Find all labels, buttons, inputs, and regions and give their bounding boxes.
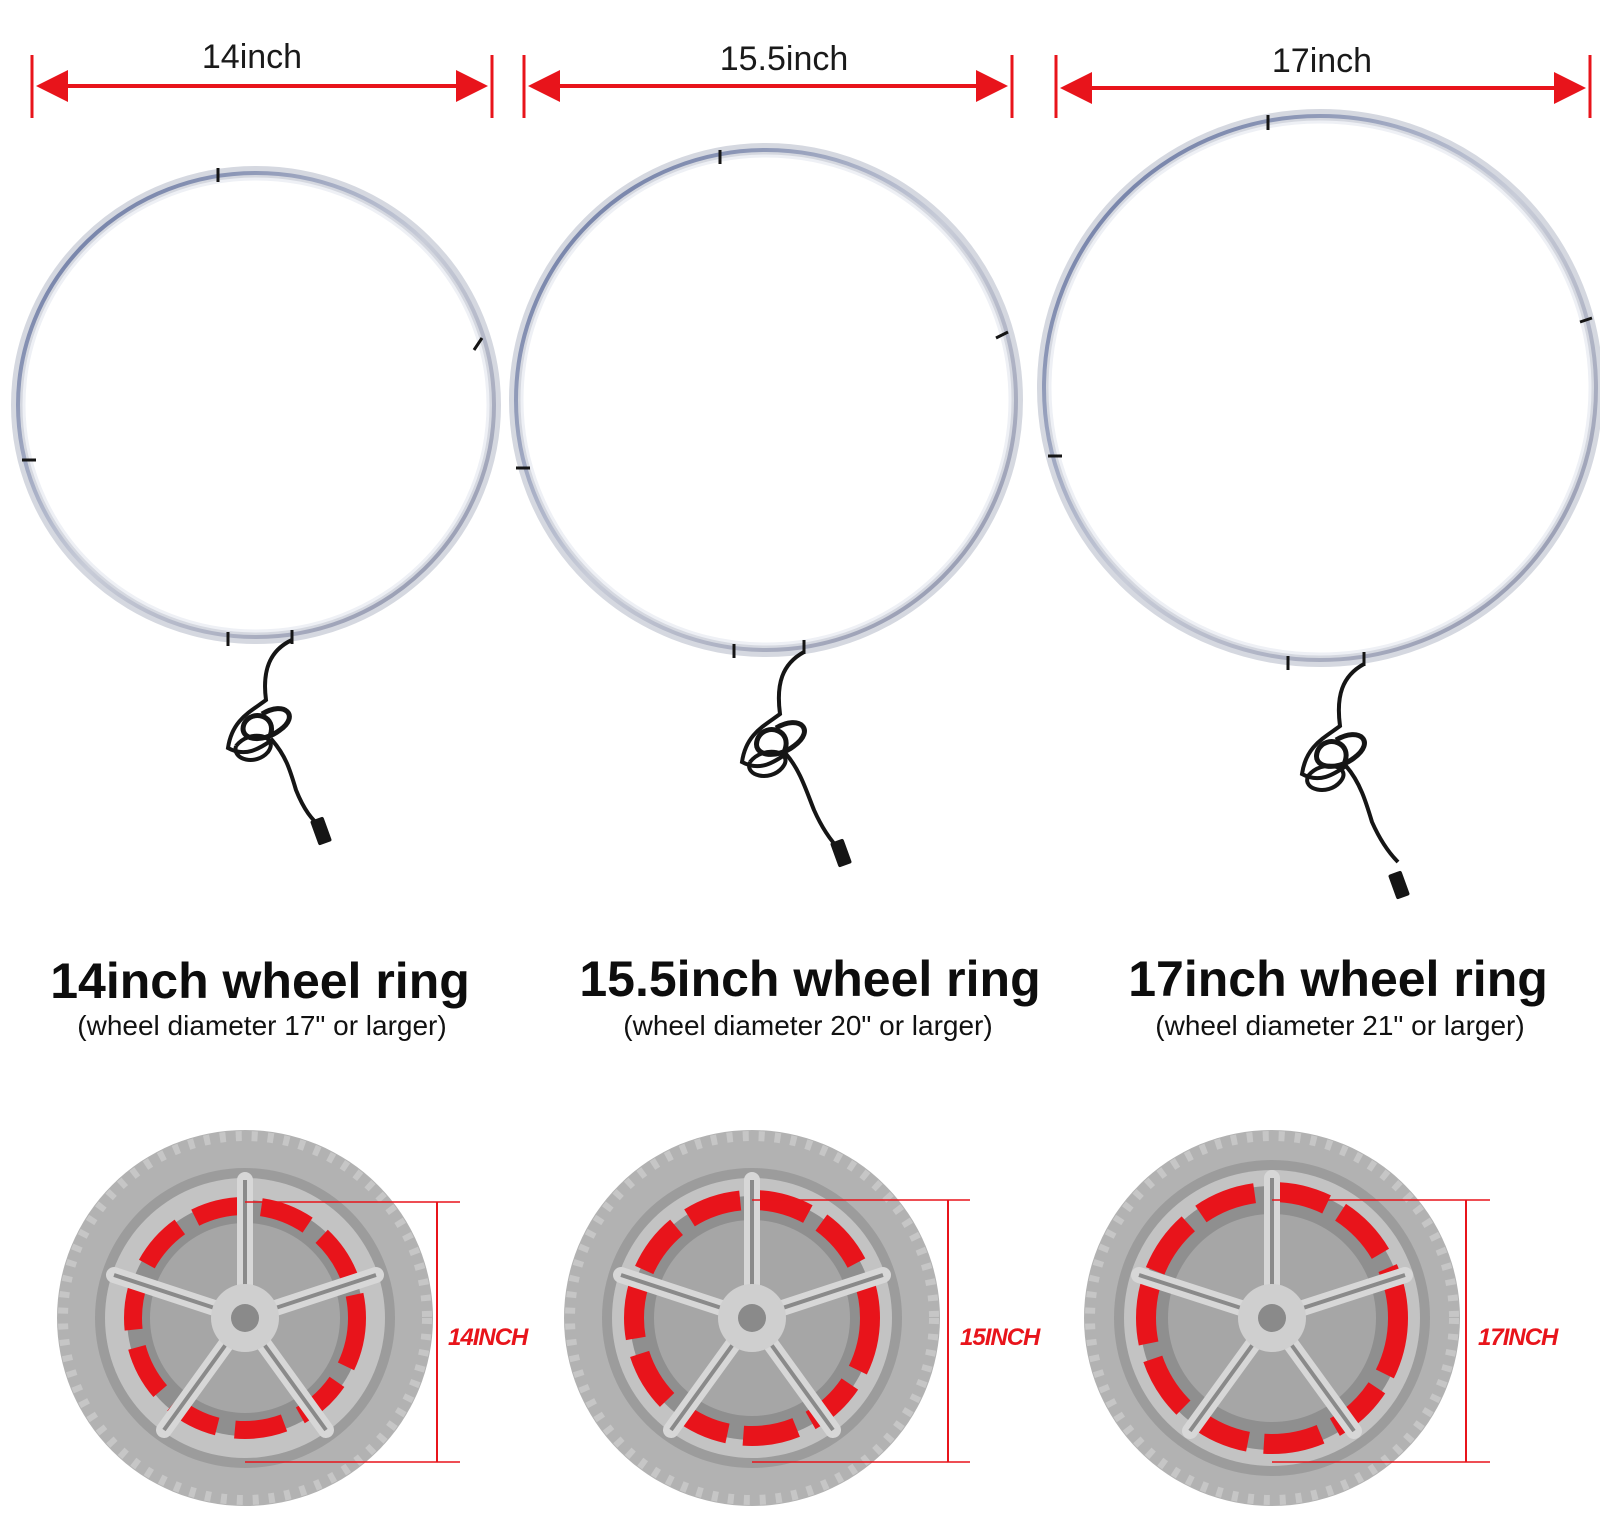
led-ring-icon — [509, 143, 1023, 658]
product-column-17: 17inch 17inch wheel ring (wheel diameter… — [1037, 42, 1600, 1506]
size-label: 14inch — [202, 38, 302, 76]
wheel-icon — [564, 1130, 940, 1506]
wheel-size-label: 15INCH — [960, 1324, 1041, 1351]
product-column-15-5: 15.5inch 15.5inch wheel ring (wheel diam… — [509, 40, 1042, 1506]
dimension-arrow-icon — [1054, 55, 1592, 118]
cable-connector-icon — [1299, 662, 1410, 900]
cable-connector-icon — [739, 650, 852, 868]
dimension-arrow-icon — [30, 55, 494, 118]
ring-title: 14inch wheel ring — [50, 953, 470, 1009]
ring-title: 15.5inch wheel ring — [579, 951, 1040, 1007]
wheel-dimension-marker — [752, 1199, 970, 1463]
ring-subtitle: (wheel diameter 17" or larger) — [77, 1010, 446, 1041]
led-ring-icon — [11, 166, 501, 646]
ring-subtitle: (wheel diameter 21" or larger) — [1155, 1010, 1524, 1041]
wheel-size-label: 17INCH — [1478, 1324, 1559, 1351]
dimension-arrow-icon — [522, 55, 1014, 118]
size-label: 17inch — [1272, 42, 1372, 80]
ring-title: 17inch wheel ring — [1128, 951, 1548, 1007]
cable-connector-icon — [225, 638, 332, 846]
wheel-icon — [1084, 1130, 1460, 1506]
size-label: 15.5inch — [720, 40, 849, 78]
wheel-dimension-marker — [245, 1201, 460, 1463]
wheel-icon — [57, 1130, 433, 1506]
wheel-size-label: 14INCH — [448, 1324, 529, 1351]
wheel-dimension-marker — [1272, 1199, 1490, 1463]
ring-subtitle: (wheel diameter 20" or larger) — [623, 1010, 992, 1041]
product-column-14: 14inch 14inch wheel ring (wheel diameter… — [11, 38, 530, 1506]
led-ring-icon — [1037, 109, 1600, 670]
